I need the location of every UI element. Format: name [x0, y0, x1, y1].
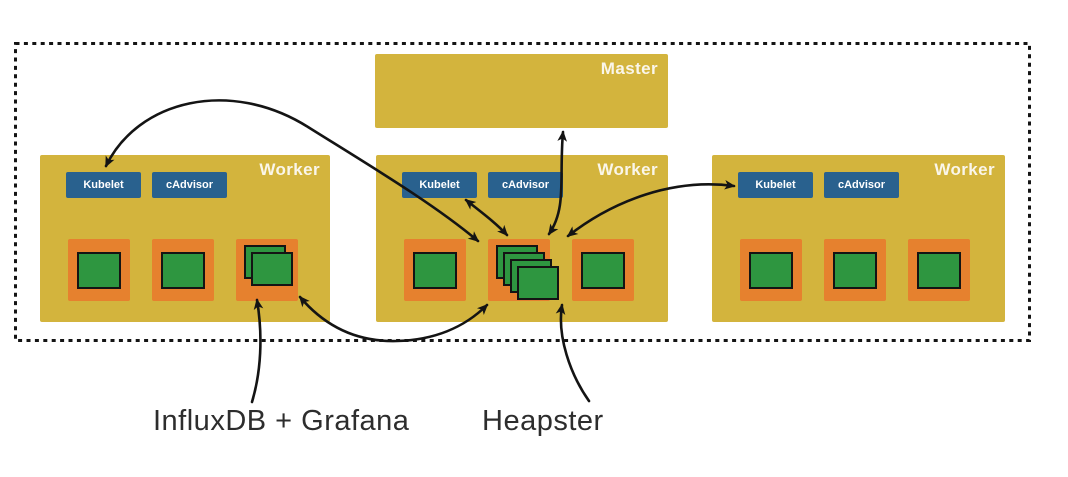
- kubelet-box: Kubelet: [738, 172, 813, 198]
- container-stack: [244, 245, 293, 286]
- pod: [908, 239, 970, 301]
- cadvisor-box: cAdvisor: [488, 172, 563, 198]
- worker-node-label: Worker: [934, 160, 995, 179]
- pod: [488, 239, 559, 301]
- pod-row: [740, 239, 970, 301]
- pod: [740, 239, 802, 301]
- pod-row: [68, 239, 298, 301]
- pod: [404, 239, 466, 301]
- worker-node-2: Worker Kubelet cAdvisor: [376, 155, 668, 322]
- container-icon: [581, 251, 625, 289]
- influxdb-grafana-label: InfluxDB + Grafana: [153, 405, 410, 437]
- master-node-label: Master: [600, 59, 658, 78]
- pod: [572, 239, 634, 301]
- worker-node-3: Worker Kubelet cAdvisor: [712, 155, 1005, 322]
- kubelet-box: Kubelet: [66, 172, 141, 198]
- container-icon: [917, 251, 961, 289]
- service-row: Kubelet cAdvisor: [738, 172, 899, 198]
- container-icon: [749, 251, 793, 289]
- container-icon: [517, 266, 559, 300]
- worker-node-1: Worker Kubelet cAdvisor: [40, 155, 330, 322]
- worker-node-label: Worker: [597, 160, 658, 179]
- pod: [824, 239, 886, 301]
- container-icon: [77, 251, 121, 289]
- pod: [152, 239, 214, 301]
- container-icon: [161, 251, 205, 289]
- pod-row: [404, 239, 634, 301]
- container-icon: [251, 252, 293, 286]
- container-icon: [413, 251, 457, 289]
- pod: [236, 239, 298, 301]
- heapster-label: Heapster: [482, 405, 604, 437]
- service-row: Kubelet cAdvisor: [66, 172, 227, 198]
- container-stack: [496, 245, 559, 300]
- kubelet-box: Kubelet: [402, 172, 477, 198]
- pod: [68, 239, 130, 301]
- container-icon: [833, 251, 877, 289]
- service-row: Kubelet cAdvisor: [402, 172, 563, 198]
- worker-node-label: Worker: [259, 160, 320, 179]
- cadvisor-box: cAdvisor: [824, 172, 899, 198]
- cadvisor-box: cAdvisor: [152, 172, 227, 198]
- master-node: Master: [375, 54, 668, 128]
